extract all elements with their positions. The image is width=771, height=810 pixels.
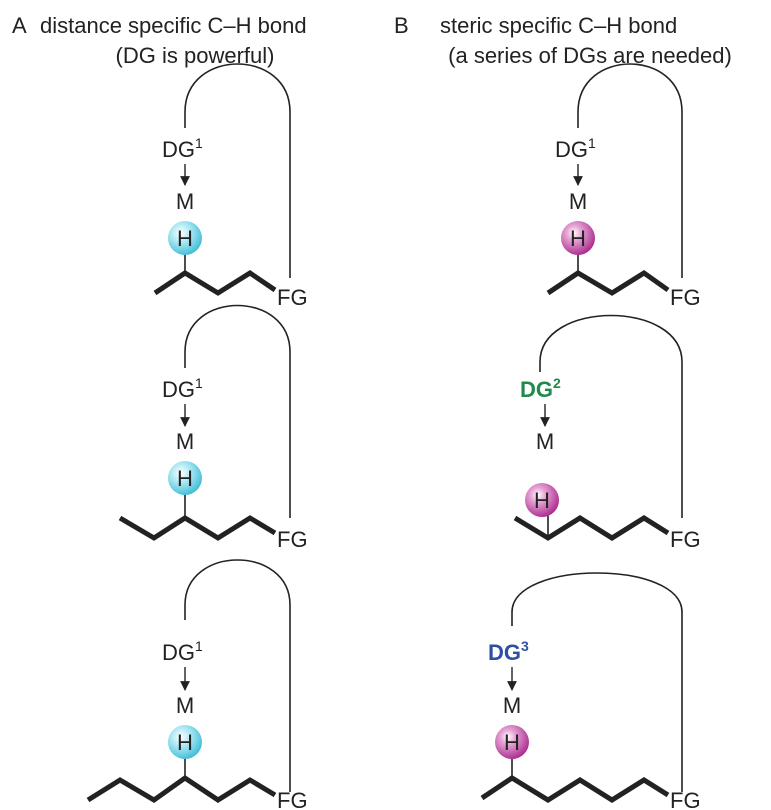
hydrogen-atom-magenta bbox=[561, 221, 595, 255]
molecule-b1: DG1 M H FG bbox=[546, 63, 701, 310]
hydrogen-atom-magenta bbox=[525, 483, 559, 517]
functional-group-label: FG bbox=[670, 527, 701, 552]
metal-label: M bbox=[176, 189, 194, 214]
carbon-chain bbox=[153, 270, 277, 296]
tether-line bbox=[511, 572, 683, 792]
panel-a-heading-line2: (DG is powerful) bbox=[116, 43, 275, 68]
functional-group-label: FG bbox=[277, 788, 308, 810]
panel-a-heading-line1: distance specific C–H bond bbox=[40, 13, 307, 38]
tether-line bbox=[539, 314, 683, 518]
metal-label: M bbox=[569, 189, 587, 214]
directing-group-label: DG1 bbox=[555, 135, 596, 162]
panel-b-heading-line2: (a series of DGs are needed) bbox=[448, 43, 732, 68]
directing-group-3-label: DG3 bbox=[488, 638, 529, 665]
metal-label: M bbox=[503, 693, 521, 718]
tether-line bbox=[184, 559, 291, 792]
hydrogen-atom-magenta bbox=[495, 725, 529, 759]
molecule-a2: DG1 M H FG bbox=[118, 304, 308, 552]
molecule-b2: DG2 M H FG bbox=[513, 314, 701, 552]
metal-label: M bbox=[536, 429, 554, 454]
panel-a-letter: A bbox=[12, 13, 27, 38]
carbon-chain bbox=[480, 775, 670, 803]
hydrogen-label: H bbox=[177, 466, 193, 491]
molecule-a3: DG1 M H FG bbox=[86, 559, 308, 810]
functional-group-label: FG bbox=[670, 285, 701, 310]
directing-group-2-label: DG2 bbox=[520, 375, 561, 402]
carbon-chain bbox=[118, 515, 277, 541]
tether-line bbox=[577, 63, 683, 278]
functional-group-label: FG bbox=[670, 788, 701, 810]
hydrogen-atom-cyan bbox=[168, 221, 202, 255]
directing-group-label: DG1 bbox=[162, 638, 203, 665]
tether-line bbox=[184, 63, 291, 278]
directing-group-label: DG1 bbox=[162, 135, 203, 162]
functional-group-label: FG bbox=[277, 527, 308, 552]
metal-label: M bbox=[176, 429, 194, 454]
functional-group-label: FG bbox=[277, 285, 308, 310]
directing-group-label: DG1 bbox=[162, 375, 203, 402]
hydrogen-label: H bbox=[177, 226, 193, 251]
carbon-chain bbox=[86, 774, 277, 803]
molecule-a1: DG1 M H FG bbox=[153, 63, 308, 310]
panel-b-heading-line1: steric specific C–H bond bbox=[440, 13, 677, 38]
hydrogen-label: H bbox=[570, 226, 586, 251]
metal-label: M bbox=[176, 693, 194, 718]
hydrogen-atom-cyan bbox=[168, 461, 202, 495]
hydrogen-label: H bbox=[177, 730, 193, 755]
hydrogen-label: H bbox=[534, 488, 550, 513]
hydrogen-atom-cyan bbox=[168, 725, 202, 759]
panel-b-letter: B bbox=[394, 13, 409, 38]
hydrogen-label: H bbox=[504, 730, 520, 755]
tether-line bbox=[184, 304, 291, 518]
carbon-chain bbox=[513, 515, 670, 541]
molecule-b3: DG3 M H FG bbox=[480, 572, 701, 810]
carbon-chain bbox=[546, 269, 670, 296]
